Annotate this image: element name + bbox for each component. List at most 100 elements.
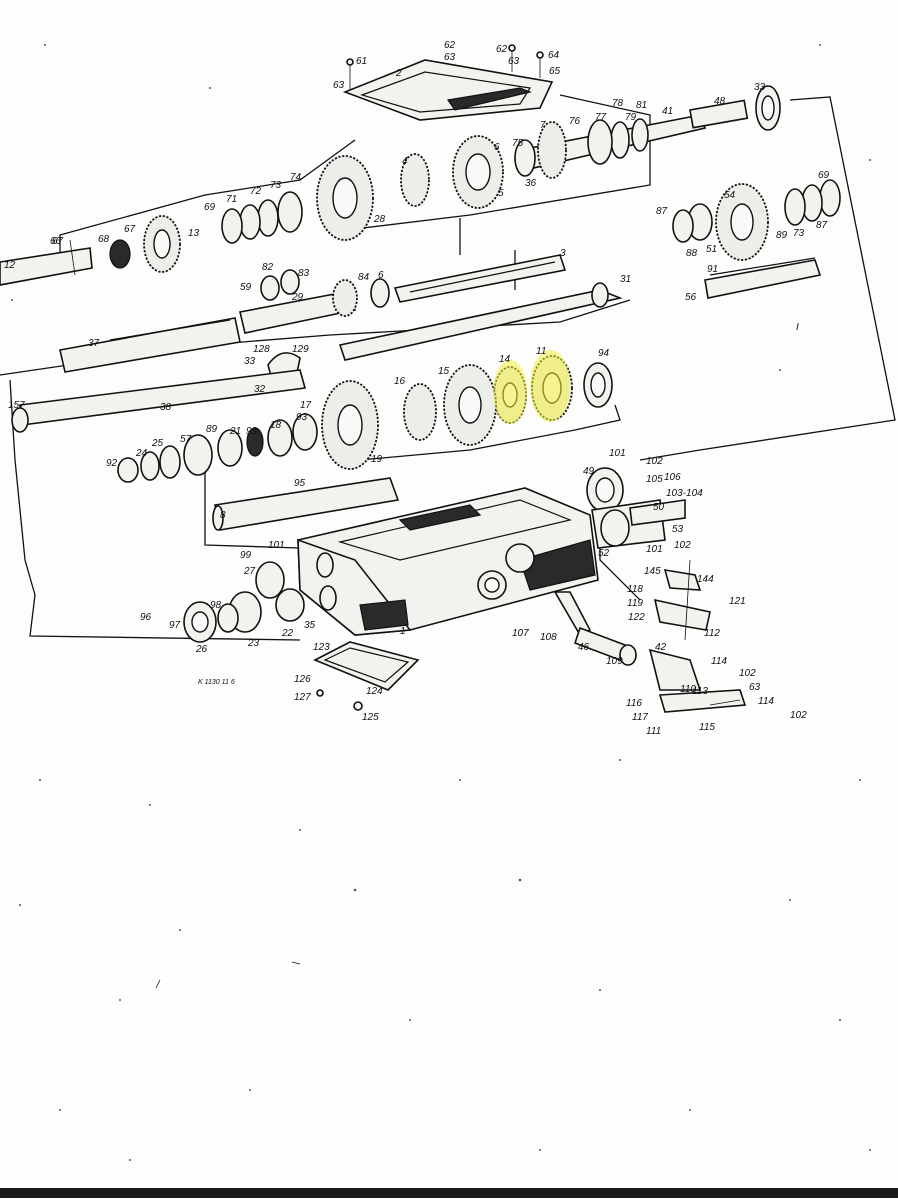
callout-label-84: 84 bbox=[358, 272, 370, 283]
callout-label-101: 101 bbox=[268, 540, 285, 551]
callout-label-67: 67 bbox=[124, 224, 136, 235]
callout-label-21: 21 bbox=[229, 426, 241, 437]
callout-label-18: 18 bbox=[270, 420, 282, 431]
callout-label-89: 89 bbox=[206, 424, 218, 435]
callout-label-96: 96 bbox=[140, 612, 152, 623]
callout-label-17: 17 bbox=[300, 400, 312, 411]
callout-label-91: 91 bbox=[707, 264, 718, 275]
callout-label-1: 1 bbox=[400, 626, 406, 637]
callout-label-22: 22 bbox=[281, 628, 294, 639]
callout-label-88: 88 bbox=[686, 248, 698, 259]
callout-label-24: 24 bbox=[135, 448, 148, 459]
callout-label-71: 71 bbox=[226, 194, 237, 205]
callout-label-65: 65 bbox=[549, 66, 561, 77]
callout-label-114: 114 bbox=[711, 656, 727, 667]
callout-label-102: 102 bbox=[674, 540, 691, 551]
callout-label-92: 92 bbox=[106, 458, 118, 469]
callout-label-102: 102 bbox=[739, 668, 756, 679]
callout-label-63: 63 bbox=[749, 682, 761, 693]
callout-label-127: 127 bbox=[294, 692, 311, 703]
callout-label-49: 49 bbox=[583, 466, 595, 477]
scan-specks bbox=[11, 44, 871, 1161]
callout-label-128: 128 bbox=[253, 344, 270, 355]
callout-label-36: 36 bbox=[525, 178, 537, 189]
callout-label-129: 129 bbox=[292, 344, 309, 355]
callout-label-94: 94 bbox=[598, 348, 610, 359]
callout-label-5: 5 bbox=[498, 188, 504, 199]
callout-label-98: 98 bbox=[210, 600, 222, 611]
callout-label-113: 113 bbox=[692, 686, 708, 697]
upper-mainshaft-assembly bbox=[316, 85, 781, 241]
callout-label-8: 8 bbox=[220, 510, 226, 521]
callout-label-97: 97 bbox=[169, 620, 181, 631]
callout-label-19: 19 bbox=[371, 454, 383, 465]
callout-label-15: 15 bbox=[438, 366, 450, 377]
callout-label-103-104: 103-104 bbox=[666, 488, 703, 499]
highlight-overlays bbox=[493, 350, 570, 424]
callout-label-50: 50 bbox=[653, 502, 665, 513]
callout-label-12: 12 bbox=[4, 260, 16, 271]
left-flange-parts bbox=[183, 561, 305, 643]
callout-label-110: 110 bbox=[680, 684, 696, 695]
callout-label-122: 122 bbox=[628, 612, 645, 623]
callout-label-2: 2 bbox=[395, 68, 402, 79]
callout-label-11: 11 bbox=[536, 346, 546, 357]
callout-label-4: 4 bbox=[402, 156, 408, 167]
callout-label-82: 82 bbox=[262, 262, 274, 273]
callout-label-32: 32 bbox=[254, 384, 266, 395]
callout-label-99: 99 bbox=[240, 550, 252, 561]
upper-left-ring-stack bbox=[0, 191, 303, 286]
callout-label-102: 102 bbox=[790, 710, 807, 721]
callout-label-63: 63 bbox=[444, 52, 456, 63]
callout-label-117: 117 bbox=[632, 712, 648, 723]
callout-label-95: 95 bbox=[294, 478, 306, 489]
highlight-part-11 bbox=[530, 350, 570, 422]
callout-label-101: 101 bbox=[609, 448, 626, 459]
callout-label-126: 126 bbox=[294, 674, 311, 685]
callout-label-106: 106 bbox=[664, 472, 681, 483]
callout-label-6: 6 bbox=[494, 142, 500, 153]
callout-label-75: 75 bbox=[512, 138, 524, 149]
callout-label-16: 16 bbox=[394, 376, 406, 387]
callout-label-62: 62 bbox=[444, 40, 456, 51]
callout-label-61: 61 bbox=[356, 56, 367, 67]
callout-label-121: 121 bbox=[729, 596, 746, 607]
callout-label-6: 6 bbox=[378, 270, 384, 281]
callout-label-115: 115 bbox=[699, 722, 715, 733]
callout-label-48: 48 bbox=[714, 96, 726, 107]
callout-label-26: 26 bbox=[195, 644, 208, 655]
callout-label-157: 157 bbox=[8, 400, 25, 411]
callout-label-25: 25 bbox=[151, 438, 164, 449]
callout-label-145: 145 bbox=[644, 566, 661, 577]
callout-label-53: 53 bbox=[672, 524, 684, 535]
callout-label-79: 79 bbox=[625, 112, 637, 123]
callout-label-114: 114 bbox=[758, 696, 774, 707]
assembly-mark: I bbox=[796, 322, 799, 333]
callout-label-87: 87 bbox=[656, 206, 668, 217]
callout-label-101: 101 bbox=[646, 544, 663, 555]
callout-label-109: 109 bbox=[606, 656, 623, 667]
callout-label-57: 57 bbox=[180, 434, 192, 445]
callout-label-23: 23 bbox=[247, 638, 260, 649]
callout-label-89: 89 bbox=[776, 230, 788, 241]
callout-label-64: 64 bbox=[548, 50, 560, 61]
callout-label-42: 42 bbox=[655, 642, 667, 653]
callout-label-77: 77 bbox=[595, 112, 607, 123]
callout-label-51: 51 bbox=[706, 244, 717, 255]
callout-label-68: 68 bbox=[98, 234, 110, 245]
drawing-code: K 1130 11 6 bbox=[198, 679, 235, 686]
callout-label-27: 27 bbox=[243, 566, 256, 577]
callout-label-14: 14 bbox=[499, 354, 511, 365]
callout-label-69: 69 bbox=[204, 202, 216, 213]
callout-label-111: 111 bbox=[646, 726, 661, 737]
callout-label-107: 107 bbox=[512, 628, 529, 639]
callout-label-93: 93 bbox=[296, 412, 308, 423]
callout-label-76: 76 bbox=[569, 116, 581, 127]
callout-label-144: 144 bbox=[697, 574, 714, 585]
callout-label-123: 123 bbox=[313, 642, 330, 653]
callout-label-73: 73 bbox=[270, 180, 282, 191]
callout-label-125: 125 bbox=[362, 712, 379, 723]
right-cluster-gear-assembly bbox=[672, 179, 841, 299]
callout-label-46: 46 bbox=[578, 642, 590, 653]
